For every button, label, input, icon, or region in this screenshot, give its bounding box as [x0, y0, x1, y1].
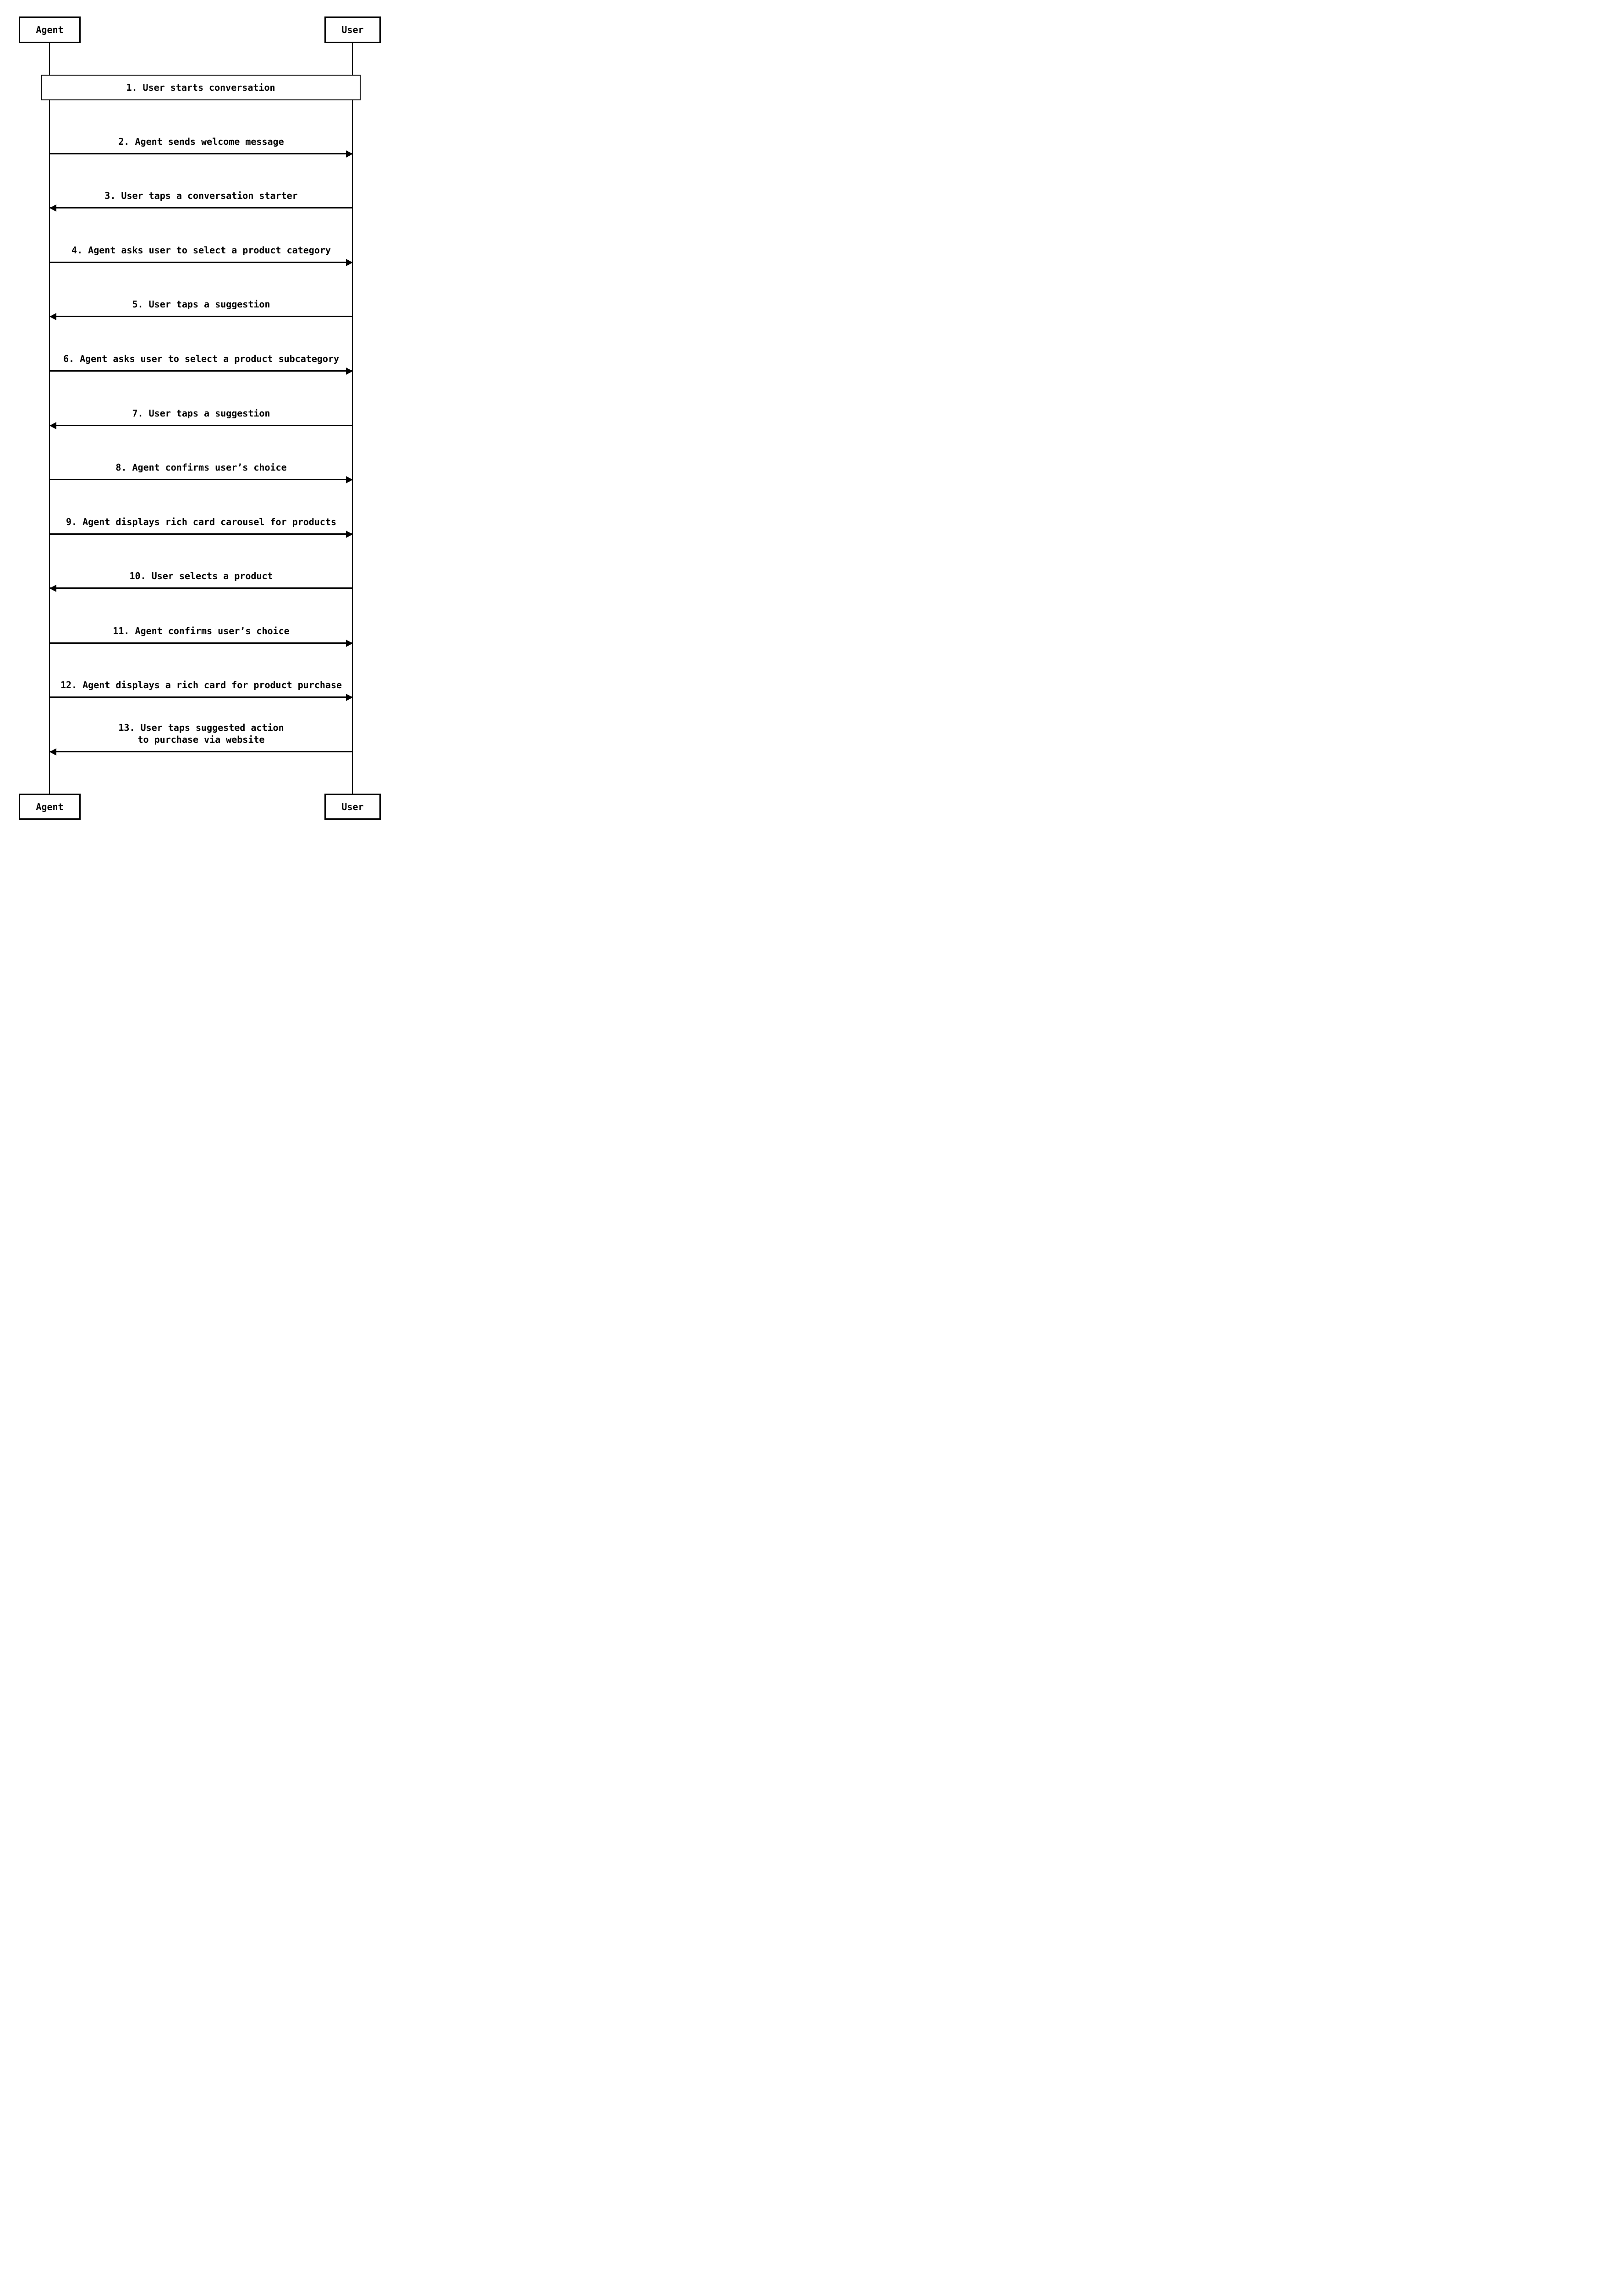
agent-actor-label-bottom: Agent — [36, 801, 64, 812]
message-7: 7. User taps a suggestion — [49, 407, 353, 429]
message-11: 11. Agent confirms user’s choice — [49, 625, 353, 647]
user-actor-box-bottom: User — [324, 794, 381, 820]
agent-actor-label: Agent — [36, 24, 64, 35]
message-11-arrow — [49, 639, 353, 647]
arrowhead-right-icon — [346, 639, 353, 647]
message-12-label: 12. Agent displays a rich card for produ… — [60, 680, 342, 691]
message-4-label: 4. Agent asks user to select a product c… — [71, 245, 331, 256]
arrowhead-right-icon — [346, 258, 353, 266]
message-6: 6. Agent asks user to select a product s… — [49, 353, 353, 375]
message-13: 13. User taps suggested action to purcha… — [49, 722, 353, 756]
agent-lifeline — [49, 43, 50, 794]
sequence-diagram: Agent User 1. User starts conversation 2… — [0, 0, 406, 852]
message-2-label: 2. Agent sends welcome message — [118, 136, 284, 147]
arrowhead-left-icon — [49, 584, 56, 592]
message-9-label: 9. Agent displays rich card carousel for… — [66, 516, 336, 527]
arrowhead-right-icon — [346, 150, 353, 158]
message-9: 9. Agent displays rich card carousel for… — [49, 516, 353, 538]
arrowhead-right-icon — [346, 530, 353, 538]
message-4: 4. Agent asks user to select a product c… — [49, 244, 353, 266]
user-actor-label-bottom: User — [341, 801, 364, 812]
arrowhead-right-icon — [346, 476, 353, 483]
message-7-arrow — [49, 422, 353, 429]
arrowhead-left-icon — [49, 204, 56, 212]
message-3-label: 3. User taps a conversation starter — [104, 190, 298, 201]
message-13-arrow — [49, 748, 353, 756]
user-actor-box-top: User — [324, 16, 381, 43]
message-3: 3. User taps a conversation starter — [49, 190, 353, 212]
arrowhead-left-icon — [49, 748, 56, 756]
message-11-label: 11. Agent confirms user’s choice — [113, 625, 290, 636]
message-6-arrow — [49, 367, 353, 375]
message-4-arrow — [49, 258, 353, 266]
arrowhead-left-icon — [49, 422, 56, 429]
note-user-starts-conversation: 1. User starts conversation — [41, 75, 361, 100]
message-8: 8. Agent confirms user’s choice — [49, 461, 353, 483]
agent-actor-box-top: Agent — [19, 16, 81, 43]
message-10-arrow — [49, 584, 353, 592]
message-3-arrow — [49, 204, 353, 212]
message-13-label-line2: to purchase via website — [137, 734, 265, 745]
message-10: 10. User selects a product — [49, 570, 353, 592]
user-lifeline — [352, 43, 353, 794]
message-5-label: 5. User taps a suggestion — [132, 299, 270, 310]
message-13-label-line1: 13. User taps suggested action — [118, 722, 284, 733]
message-8-arrow — [49, 476, 353, 483]
message-2-arrow — [49, 150, 353, 158]
message-5: 5. User taps a suggestion — [49, 298, 353, 320]
message-10-label: 10. User selects a product — [129, 570, 273, 581]
agent-actor-box-bottom: Agent — [19, 794, 81, 820]
message-8-label: 8. Agent confirms user’s choice — [115, 462, 287, 473]
message-12: 12. Agent displays a rich card for produ… — [49, 679, 353, 701]
message-5-arrow — [49, 312, 353, 320]
arrowhead-right-icon — [346, 693, 353, 701]
arrowhead-right-icon — [346, 367, 353, 375]
message-2: 2. Agent sends welcome message — [49, 136, 353, 158]
message-12-arrow — [49, 693, 353, 701]
message-9-arrow — [49, 530, 353, 538]
note-label: 1. User starts conversation — [126, 82, 275, 93]
user-actor-label: User — [341, 24, 364, 35]
message-6-label: 6. Agent asks user to select a product s… — [63, 353, 340, 364]
message-7-label: 7. User taps a suggestion — [132, 408, 270, 419]
arrowhead-left-icon — [49, 312, 56, 320]
